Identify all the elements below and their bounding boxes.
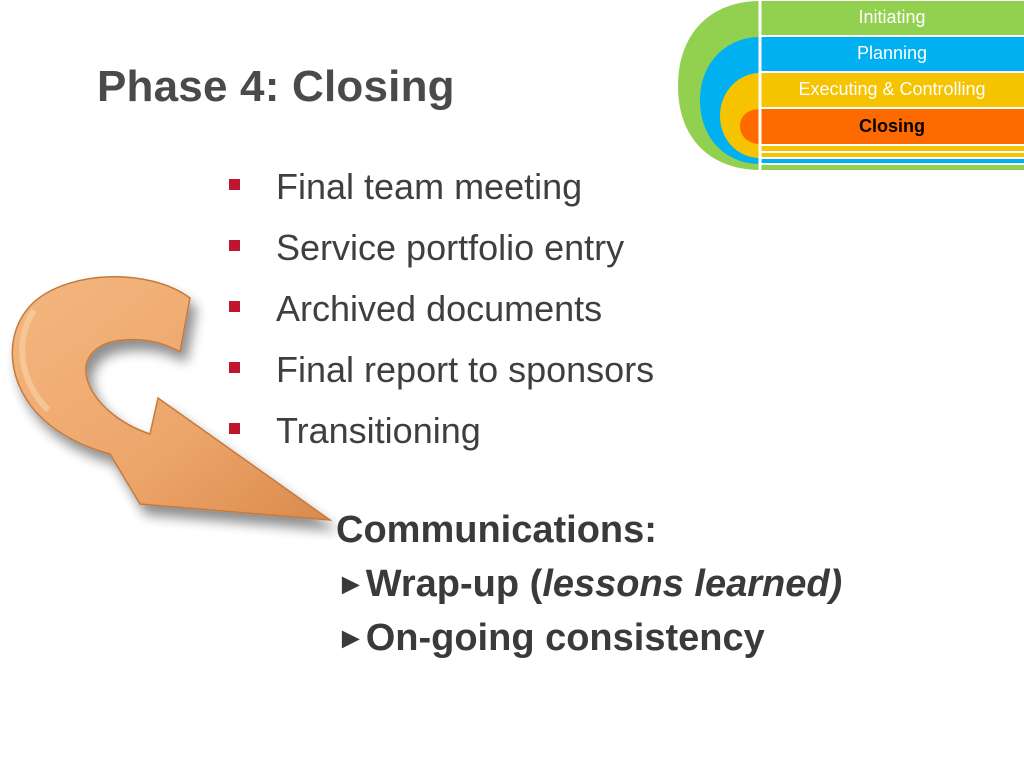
- list-item: Service portfolio entry: [226, 227, 654, 288]
- bullet-text: Final team meeting: [276, 166, 583, 207]
- curved-return-arrow-icon: [11, 276, 333, 521]
- slide-title: Phase 4: Closing: [97, 62, 455, 111]
- bullet-list: Final team meeting Service portfolio ent…: [226, 166, 654, 471]
- communications-heading: Communications:: [336, 509, 657, 551]
- list-item: Archived documents: [226, 288, 654, 349]
- consistency-text: On-going consistency: [365, 617, 765, 659]
- square-bullet-icon: [229, 362, 240, 373]
- phase-rings-graphic: [678, 0, 1024, 172]
- phase-label-executing-controlling: Executing & Controlling: [798, 79, 986, 99]
- pointer-right-icon: ►: [336, 568, 366, 601]
- bullet-text: Final report to sponsors: [276, 349, 655, 390]
- square-bullet-icon: [229, 179, 240, 190]
- curved-arrow-graphic: [0, 270, 340, 540]
- wrap-up-text: Wrap-up (: [365, 563, 543, 605]
- square-bullet-icon: [229, 240, 240, 251]
- list-item: Final team meeting: [226, 166, 654, 227]
- communications-block: Communications: ►Wrap-up (lessons learne…: [336, 508, 842, 670]
- list-item: Transitioning: [226, 410, 654, 471]
- square-bullet-icon: [229, 301, 240, 312]
- list-item: Final report to sponsors: [226, 349, 654, 410]
- square-bullet-icon: [229, 423, 240, 434]
- communications-item-wrap-up: ►Wrap-up (lessons learned): [336, 562, 842, 616]
- phase-progress-graphic: [672, 0, 1024, 172]
- lessons-learned-text: lessons learned): [542, 563, 843, 605]
- phase-label-planning: Planning: [856, 43, 928, 63]
- phase-label-closing: Closing: [859, 116, 925, 136]
- bullet-text: Service portfolio entry: [276, 227, 625, 268]
- pointer-right-icon: ►: [336, 622, 366, 655]
- bullet-text: Archived documents: [276, 288, 603, 329]
- communications-item-consistency: ►On-going consistency: [336, 616, 842, 670]
- bullet-text: Transitioning: [276, 410, 481, 451]
- phase-label-initiating: Initiating: [858, 7, 926, 27]
